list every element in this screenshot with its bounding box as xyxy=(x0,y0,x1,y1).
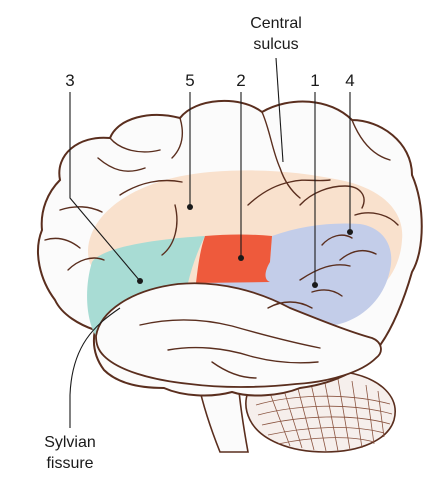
label-region-1: 1 xyxy=(310,71,319,90)
region-2-area xyxy=(196,235,272,284)
label-sylvian-fissure-line2: fissure xyxy=(46,455,93,472)
label-sylvian-fissure-line1: Sylvian xyxy=(44,434,96,451)
label-region-4: 4 xyxy=(345,71,354,90)
label-central-sulcus-line2: sulcus xyxy=(253,36,298,53)
label-region-5: 5 xyxy=(185,71,194,90)
label-central-sulcus-line1: Central xyxy=(250,15,302,32)
label-region-3: 3 xyxy=(65,71,74,90)
label-region-2: 2 xyxy=(236,71,245,90)
